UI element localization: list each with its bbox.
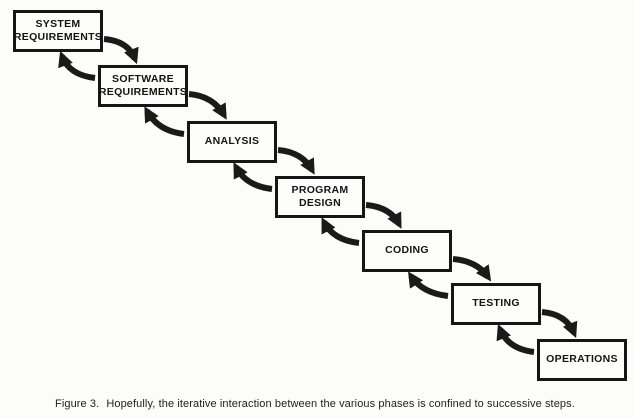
backward-iteration-arrow-5 [496,323,535,355]
phase-label: OPERATIONS [546,353,618,366]
phase-label: ANALYSIS [204,135,260,148]
forward-iteration-arrow-2 [277,147,315,175]
phase-box-software-requirements: SOFTWARE REQUIREMENTS [98,65,188,107]
phase-label: SYSTEM REQUIREMENTS [13,17,103,43]
phase-box-operations: OPERATIONS [537,339,627,381]
backward-iteration-arrow-1 [144,106,185,137]
backward-iteration-arrow-2 [233,162,273,192]
forward-iteration-arrow-5 [541,309,578,339]
phase-box-system-requirements: SYSTEM REQUIREMENTS [13,10,103,52]
phase-label: TESTING [472,297,520,310]
phase-box-coding: CODING [362,230,452,272]
figure-caption-text: Hopefully, the iterative interaction bet… [106,398,575,410]
forward-iteration-arrow-1 [188,91,227,120]
backward-iteration-arrow-0 [58,50,96,81]
phase-box-analysis: ANALYSIS [187,121,277,163]
phase-label: PROGRAM DESIGN [291,183,349,209]
backward-iteration-arrow-3 [321,217,360,246]
forward-iteration-arrow-4 [452,256,492,282]
phase-label: SOFTWARE REQUIREMENTS [98,72,188,98]
phase-label: CODING [385,244,429,257]
backward-iteration-arrow-4 [408,271,449,299]
forward-iteration-arrow-0 [103,36,139,65]
figure-caption-number: Figure 3. [55,398,100,410]
phase-box-testing: TESTING [451,283,541,325]
forward-iteration-arrow-3 [365,202,402,229]
phase-box-program-design: PROGRAM DESIGN [275,176,365,218]
figure-caption: Figure 3. Hopefully, the iterative intera… [55,398,615,410]
